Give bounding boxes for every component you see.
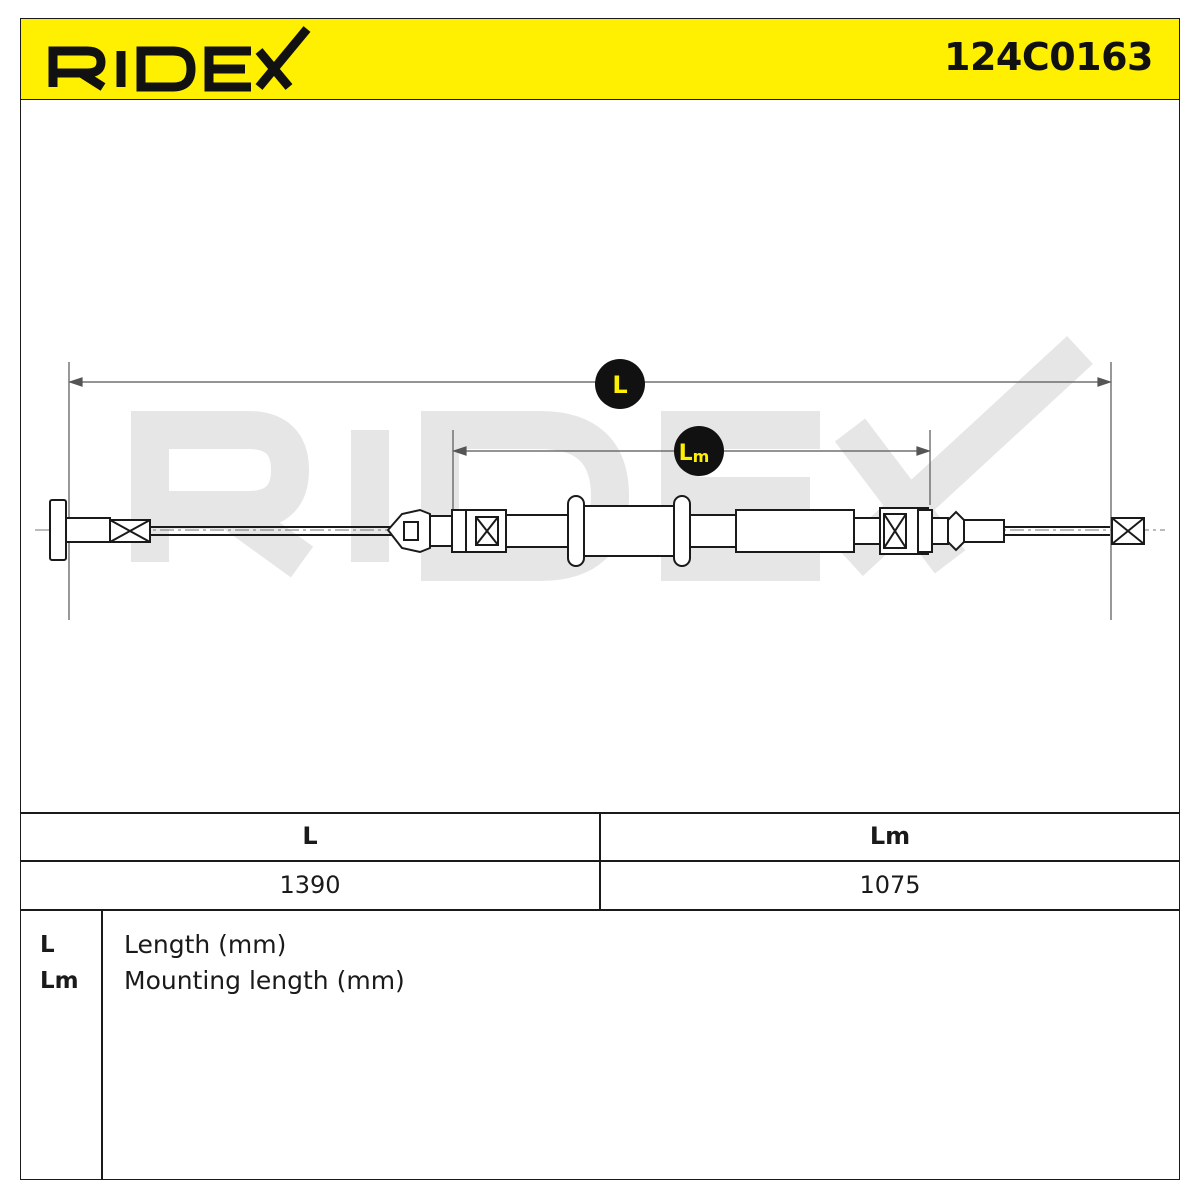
ridex-logo bbox=[48, 26, 311, 92]
cable-assembly bbox=[49, 495, 1145, 567]
legend-desc-lm: Mounting length (mm) bbox=[124, 966, 405, 995]
table-header-l: L bbox=[302, 822, 318, 850]
legend-key-lm: Lm bbox=[40, 968, 79, 994]
table-column-divider bbox=[599, 812, 601, 910]
dimension-label-lm: Lm bbox=[679, 441, 710, 466]
legend-divider bbox=[101, 910, 103, 1180]
table-header-lm: Lm bbox=[869, 822, 911, 850]
cable-drawing: L Lm bbox=[35, 336, 1165, 620]
table-value-lm: 1075 bbox=[859, 871, 921, 899]
dimension-badge-lm bbox=[674, 426, 724, 476]
table-value-l: 1390 bbox=[279, 871, 341, 899]
part-number: 124C0163 bbox=[944, 35, 1153, 79]
dimension-label-l: L bbox=[612, 371, 627, 399]
header-bar: 124C0163 bbox=[20, 18, 1180, 100]
legend-key-l: L bbox=[40, 932, 55, 958]
dimension-line-l bbox=[68, 362, 1112, 620]
legend-desc-l: Length (mm) bbox=[124, 930, 287, 959]
dimension-badge-l bbox=[595, 359, 645, 409]
